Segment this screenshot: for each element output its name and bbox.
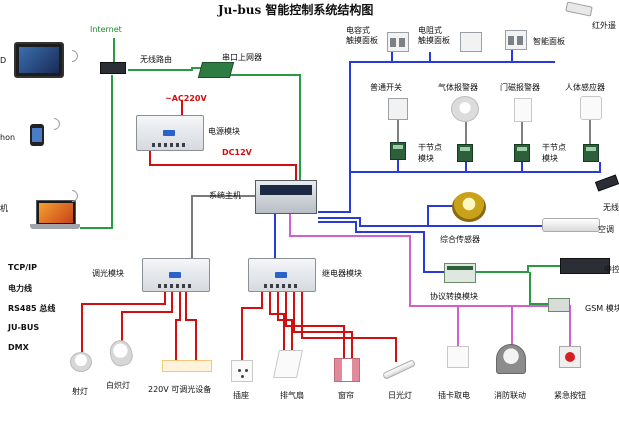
protocol-module-label: 协议转换模块	[430, 292, 478, 301]
gsm-module-icon	[548, 298, 570, 312]
resistive-panel-label: 电阻式 触摸面板	[418, 26, 450, 45]
capacitive-panel-label: 电容式 触摸面板	[346, 26, 378, 45]
dimmable-device-icon	[162, 360, 212, 372]
wire-tcpip-gateway-host	[228, 74, 301, 180]
mid-control-icon	[560, 258, 610, 274]
gas-alarm-label: 气体报警器	[438, 83, 478, 92]
smart-panel-icon	[505, 30, 527, 50]
resistive-panel-icon	[460, 32, 482, 52]
dry-node-icon	[457, 144, 473, 162]
dry-node-label: 干节点 模块	[418, 143, 442, 163]
door-alarm-label: 门磁报警器	[500, 83, 540, 92]
diagram-title: Ju-bus 智能控制系统结构图	[218, 3, 374, 17]
wire-dmx-emergency	[512, 305, 571, 346]
wire-jubus-host-protocol	[318, 221, 444, 273]
wire-power-relay-1	[241, 292, 263, 360]
tablet-label: D	[0, 56, 7, 65]
wire-power-dim-3	[175, 292, 181, 362]
incandescent-label: 白炽灯	[106, 381, 130, 390]
smart-panel-label: 智能面板	[533, 37, 565, 46]
wire-green-protocol-mid	[476, 265, 560, 273]
laptop-icon	[30, 200, 80, 230]
system-host-label: 系统主机	[209, 191, 241, 200]
fluorescent-label: 日光灯	[388, 391, 412, 400]
legend-rs485: RS485 总线	[8, 304, 56, 313]
wire-tcpip-router-pc	[80, 75, 113, 229]
dry-node-icon	[583, 144, 599, 162]
wire-power-dim-4	[185, 292, 197, 362]
internet-label: Internet	[90, 25, 122, 34]
socket-icon	[231, 360, 253, 382]
socket-label: 插座	[233, 391, 249, 400]
ac220v-label: ~AC220V	[165, 94, 207, 103]
legend-tcpip: TCP/IP	[8, 263, 37, 272]
dimming-module-label: 调光模块	[92, 269, 124, 278]
wire-dmx-host-protocol	[289, 214, 512, 307]
phone-label: hon	[0, 133, 16, 142]
curtain-icon	[334, 358, 360, 382]
ir-remote-label: 红外遥	[592, 21, 616, 30]
body-sensor-icon	[580, 96, 602, 120]
card-power-icon	[447, 346, 469, 368]
normal-switch-icon	[388, 98, 408, 120]
dry-node-label: 干节点 模块	[542, 143, 566, 163]
system-host-icon	[255, 180, 317, 214]
wire-power-relay-6	[301, 292, 397, 362]
air-conditioner-label: 空调	[598, 225, 614, 234]
fire-link-icon	[496, 344, 526, 374]
dry-node-icon	[514, 144, 530, 162]
relay-module-label: 继电器模块	[322, 269, 362, 278]
relay-module-icon	[248, 258, 316, 292]
serial-gateway-icon	[197, 62, 235, 78]
door-alarm-icon	[514, 98, 532, 122]
combo-sensor-label: 综合传感器	[440, 235, 480, 244]
legend-power: 电力线	[8, 284, 32, 293]
protocol-module-icon	[444, 263, 476, 283]
mid-control-label: 中控	[604, 265, 619, 274]
wire-power-dim-2	[121, 292, 173, 342]
dimmable-device-label: 220V 可调光设备	[148, 385, 212, 394]
gsm-module-label: GSM 模块	[585, 304, 619, 313]
wire-jubus-host-lower	[318, 205, 470, 227]
legend-dmx: DMX	[8, 343, 29, 352]
phone-icon	[30, 124, 44, 146]
combo-sensor-icon	[452, 192, 486, 222]
power-module-icon	[136, 115, 204, 151]
wire-power-dim-1	[81, 292, 166, 352]
curtain-label: 窗帘	[338, 391, 354, 400]
wire-power-relay-4	[285, 292, 345, 360]
power-module-label: 电源模块	[208, 127, 240, 136]
gas-alarm-icon	[451, 96, 479, 122]
wireless-router-label: 无线路由	[140, 55, 172, 64]
wire-jubus-host-right	[318, 61, 555, 213]
pc-label: 机	[0, 204, 8, 213]
dry-node-icon	[390, 142, 406, 160]
wireless-label: 无线	[603, 203, 619, 212]
wire-power-dc12v	[149, 150, 297, 180]
legend-jubus: JU-BUS	[8, 323, 40, 332]
wireless-router-icon	[100, 62, 126, 74]
spotlight-label: 射灯	[72, 387, 88, 396]
card-power-label: 插卡取电	[438, 391, 470, 400]
emergency-button-label: 紧急按钮	[554, 391, 586, 400]
wire-jubus-sensor-bus	[350, 162, 601, 173]
normal-switch-label: 普通开关	[370, 83, 402, 92]
tablet-icon	[14, 42, 64, 78]
emergency-button-icon	[559, 346, 581, 368]
capacitive-panel-icon	[387, 32, 409, 52]
wire-green-protocol-gsm	[529, 272, 548, 305]
dc12v-label: DC12V	[222, 148, 252, 157]
wire-power-relay-5	[293, 292, 353, 360]
body-sensor-label: 人体感应器	[565, 83, 605, 92]
wire-rs485-host-dimming	[191, 195, 262, 262]
dimming-module-icon	[142, 258, 210, 292]
air-conditioner-icon	[542, 218, 600, 232]
exhaust-fan-label: 排气扇	[280, 391, 304, 400]
serial-gateway-label: 串口上网器	[222, 53, 262, 62]
spotlight-icon	[70, 352, 92, 372]
fire-link-label: 消防联动	[494, 391, 526, 400]
